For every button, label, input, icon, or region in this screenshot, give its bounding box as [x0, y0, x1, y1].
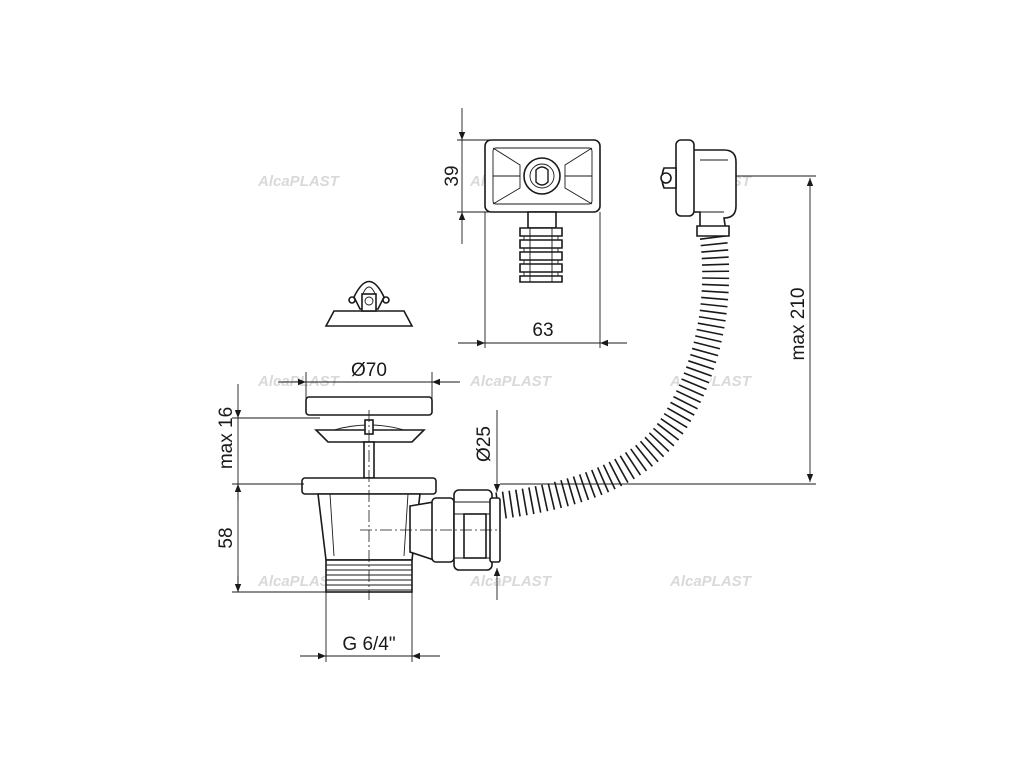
strainer-basket: [305, 396, 433, 479]
overflow-corrugated-spigot: [519, 227, 563, 283]
watermark: AlcaPLAST: [257, 373, 341, 390]
watermark: AlcaPLAST: [469, 373, 553, 390]
hose-elbow: [660, 139, 737, 237]
overflow-head: [484, 139, 601, 283]
centerlines: [360, 410, 500, 600]
watermark: AlcaPLAST: [257, 573, 341, 590]
corrugated-hose: [495, 225, 730, 520]
dim-label-58: 58: [216, 527, 237, 548]
dimension-hose-length: max 210: [500, 175, 816, 485]
dim-label-39: 39: [442, 165, 463, 186]
dimension-stopper-height: max 16: [216, 384, 320, 485]
dimension-overflow-width: 63: [458, 212, 627, 348]
dim-label-d70: Ø70: [351, 360, 387, 381]
dimension-strainer-diameter: Ø70: [278, 360, 460, 400]
dim-label-max16: max 16: [216, 407, 237, 469]
stopper-plug: [324, 280, 414, 327]
dim-label-d25: Ø25: [474, 426, 495, 462]
watermark: AlcaPLAST: [257, 173, 341, 190]
watermark: AlcaPLAST: [669, 573, 753, 590]
dimension-hose-diameter: Ø25: [474, 410, 501, 600]
dim-label-g64: G 6/4": [342, 634, 395, 655]
dim-label-max210: max 210: [788, 288, 809, 361]
dimension-body-height: 58: [216, 484, 326, 593]
dimension-overflow-height: 39: [442, 108, 490, 244]
dim-label-63: 63: [532, 320, 553, 341]
watermark: AlcaPLAST: [469, 573, 553, 590]
dimension-thread: G 6/4": [300, 592, 440, 662]
